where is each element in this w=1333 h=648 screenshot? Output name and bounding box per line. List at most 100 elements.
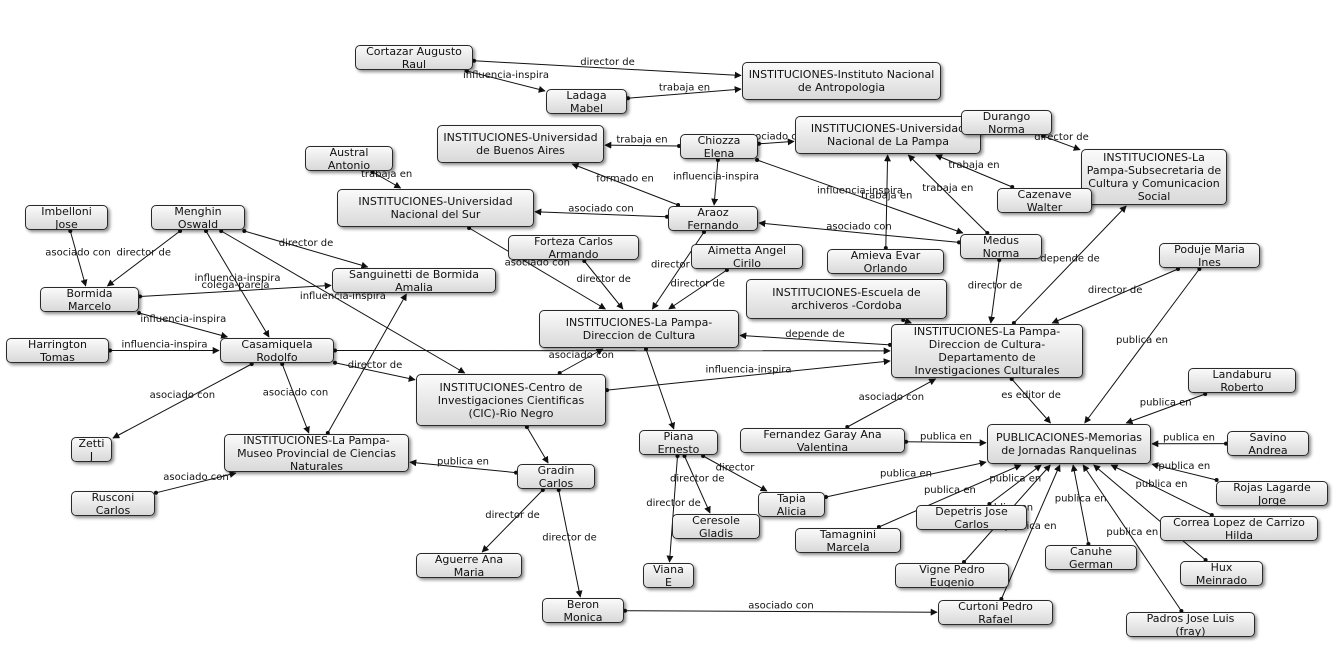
edge-canuhe-to-memorias xyxy=(1070,464,1089,545)
node-dircult[interactable]: INSTITUCIONES-La Pampa-Direccion de Cult… xyxy=(539,310,739,348)
edge-araoz-to-uba xyxy=(571,163,679,206)
edge-cortazar-to-ladaga xyxy=(466,70,546,93)
node-aguerre[interactable]: Aguerre Ana Maria xyxy=(416,553,522,578)
node-museo[interactable]: INSTITUCIONES-La Pampa-Museo Provincial … xyxy=(224,434,409,472)
node-dirdep[interactable]: INSTITUCIONES-La Pampa-Direccion de Cult… xyxy=(891,324,1083,378)
edge-start-dot xyxy=(1009,377,1014,381)
node-inst_antro[interactable]: INSTITUCIONES-Instituto Nacional de Antr… xyxy=(742,62,941,100)
node-amieva[interactable]: Amieva Evar Orlando xyxy=(827,249,944,274)
node-cortazar[interactable]: Cortazar Augusto Raul xyxy=(355,45,473,70)
edge-cic-to-dircult xyxy=(559,348,604,374)
node-casamiquela[interactable]: Casamiquela Rodolfo xyxy=(220,338,334,363)
node-uns[interactable]: INSTITUCIONES-Universidad Nacional del S… xyxy=(337,189,534,227)
edge-label: publica en xyxy=(924,485,976,496)
node-imbelloni[interactable]: Imbelloni Jose xyxy=(25,205,108,230)
edge-start-dot xyxy=(644,347,648,351)
edge-label: director de xyxy=(279,238,334,249)
edge-label: colega-pareja xyxy=(201,280,269,291)
edge-label: influencia-inspira xyxy=(706,365,792,376)
node-landaburu[interactable]: Landaburu Roberto xyxy=(1188,368,1296,393)
node-cic[interactable]: INSTITUCIONES-Centro de Investigaciones … xyxy=(416,374,606,426)
node-ceresole[interactable]: Ceresole Gladis xyxy=(672,514,760,539)
node-savino[interactable]: Savino Andrea xyxy=(1227,431,1309,456)
edge-label: director de xyxy=(117,248,172,259)
node-memorias[interactable]: PUBLICACIONES-Memorias de Jornadas Ranqu… xyxy=(987,424,1151,464)
node-bormida[interactable]: Bormida Marcelo xyxy=(40,287,139,312)
edge-label: publica en xyxy=(920,431,972,442)
edge-label: publica en xyxy=(1136,479,1188,490)
node-durango[interactable]: Durango Norma xyxy=(961,110,1052,135)
edge-menghin-to-casamiquela xyxy=(205,230,270,338)
edge-label: publica en xyxy=(437,456,489,467)
edge-menghin-to-sanguinetti xyxy=(244,230,369,269)
node-rojas[interactable]: Rojas Lagarde Jorge xyxy=(1216,481,1328,506)
node-beron[interactable]: Beron Monica xyxy=(542,598,624,623)
edge-hux-to-memorias xyxy=(1093,464,1206,561)
node-unlpam[interactable]: INSTITUCIONES-Universidad Nacional de La… xyxy=(795,116,981,154)
edge-start-dot xyxy=(249,362,254,366)
edge-fernandez-to-dirdep xyxy=(847,378,937,428)
node-forteza[interactable]: Forteza Carlos Armando xyxy=(508,235,639,260)
edge-label: trabaja en xyxy=(361,169,412,180)
edge-start-dot xyxy=(219,229,224,233)
edge-label: trabaja en xyxy=(659,83,710,94)
node-ladaga[interactable]: Ladaga Mabel xyxy=(546,89,627,114)
node-rusconi[interactable]: Rusconi Carlos xyxy=(71,491,155,516)
node-curtoni[interactable]: Curtoni Pedro Rafael xyxy=(938,600,1053,625)
node-esc_arch[interactable]: INSTITUCIONES-Escuela de archiveros -Cor… xyxy=(746,279,947,319)
edge-tapia-to-memorias xyxy=(825,460,987,498)
node-medus[interactable]: Medus Norma xyxy=(960,234,1042,259)
node-poduje[interactable]: Poduje Maria Ines xyxy=(1159,243,1260,268)
node-menghin[interactable]: Menghin Oswald xyxy=(151,205,245,230)
edge-label: director de xyxy=(576,274,631,285)
edge-label: asociado con xyxy=(744,132,809,143)
node-correa[interactable]: Correa Lopez de Carrizo Hilda xyxy=(1160,516,1318,541)
node-chiozza[interactable]: Chiozza Elena xyxy=(680,134,758,159)
node-canuhe[interactable]: Canuhe German xyxy=(1045,545,1137,570)
edge-label: director de xyxy=(485,510,540,521)
node-sanguinetti[interactable]: Sanguinetti de Bormida Amalia xyxy=(332,268,496,293)
edge-start-dot xyxy=(901,318,906,322)
node-aimetta[interactable]: Aimetta Angel Cirilo xyxy=(691,244,803,269)
node-zetti[interactable]: Zetti J xyxy=(71,437,112,462)
edge-label: publica en xyxy=(989,474,1041,485)
edge-start-dot xyxy=(623,608,627,613)
node-gradin[interactable]: Gradin Carlos xyxy=(517,464,595,489)
edge-casamiquela-to-museo xyxy=(281,363,310,434)
edge-label: publica en xyxy=(1163,433,1215,444)
edge-museo-to-sanguinetti xyxy=(327,293,407,434)
edge-start-dot xyxy=(556,488,561,492)
node-tamagnini[interactable]: Tamagnini Marcela xyxy=(795,528,901,553)
node-tapia[interactable]: Tapia Alicia xyxy=(758,492,825,517)
edge-cic-to-dirdep xyxy=(606,358,891,391)
edge-curtoni-to-memorias xyxy=(1000,464,1061,600)
edge-start-dot xyxy=(108,348,112,353)
node-padros[interactable]: Padros Jose Luis (fray) xyxy=(1126,612,1255,637)
node-vigne[interactable]: Vigne Pedro Eugenio xyxy=(895,563,1009,588)
edge-start-dot xyxy=(540,488,545,492)
edge-gradin-to-beron xyxy=(558,489,583,598)
node-subsec[interactable]: INSTITUCIONES-La Pampa-Subsecretaria de … xyxy=(1081,149,1227,205)
node-austral[interactable]: Austral Antonio xyxy=(305,146,393,171)
edge-label: asociado con xyxy=(505,258,570,269)
node-hux[interactable]: Hux Meinrado xyxy=(1180,561,1263,586)
edge-label: director de xyxy=(651,260,706,271)
edge-start-dot xyxy=(701,454,706,458)
edge-label: director de xyxy=(670,474,725,485)
node-depetris[interactable]: Depetris Jose Carlos xyxy=(916,505,1027,530)
node-viana[interactable]: Viana E xyxy=(643,563,694,588)
node-araoz[interactable]: Araoz Fernando xyxy=(668,206,758,231)
node-cazenave[interactable]: Cazenave Walter xyxy=(997,188,1092,213)
edge-casamiquela-to-zetti xyxy=(112,363,252,439)
node-uba[interactable]: INSTITUCIONES-Universidad de Buenos Aire… xyxy=(437,125,604,163)
edge-label: trabaja en xyxy=(616,135,667,146)
edge-label: director de xyxy=(1088,285,1143,296)
edge-label: asociado con xyxy=(549,350,614,361)
edge-rojas-to-memorias xyxy=(1151,462,1217,481)
edge-piana-to-tapia xyxy=(702,455,768,492)
edge-chiozza-to-uba xyxy=(604,141,680,149)
node-fernandez[interactable]: Fernandez Garay Ana Valentina xyxy=(740,428,905,453)
node-piana[interactable]: Piana Ernesto xyxy=(639,430,718,455)
edge-menghin-to-bormida xyxy=(106,230,181,287)
node-harrington[interactable]: Harrington Tomas xyxy=(6,338,109,363)
